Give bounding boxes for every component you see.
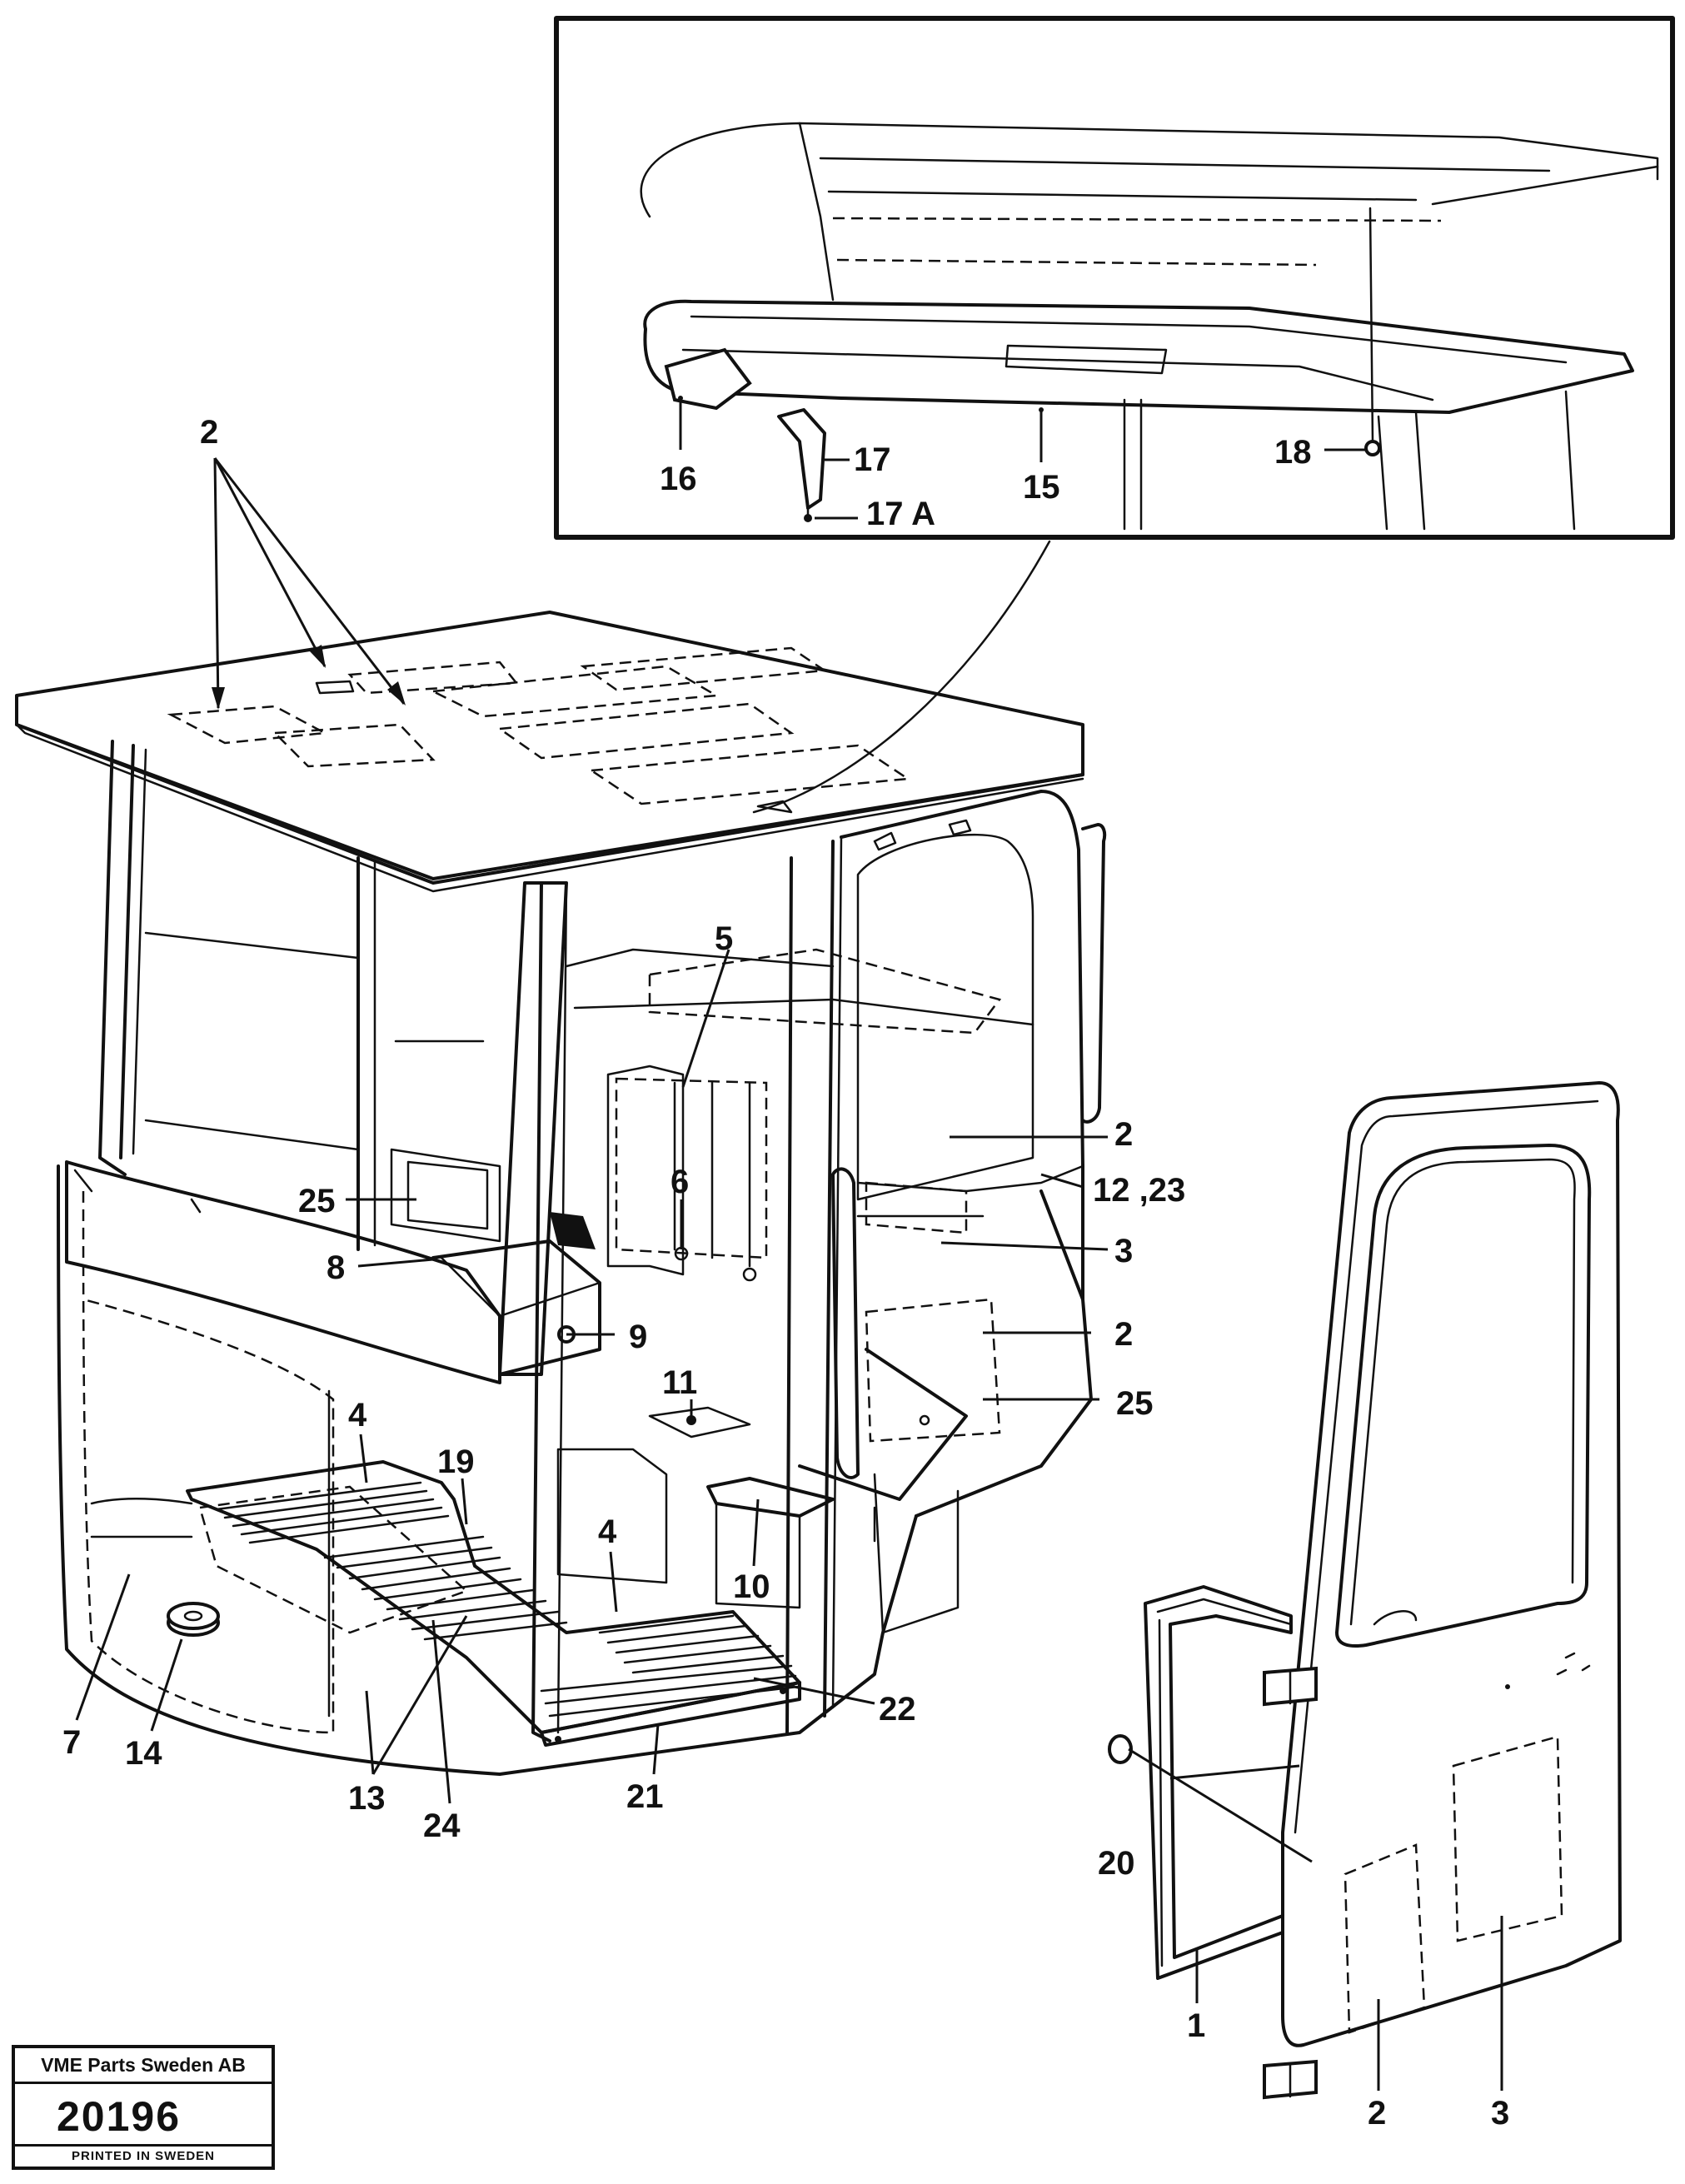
stamp-printed: PRINTED IN SWEDEN	[15, 2144, 272, 2167]
parts-stamp: VME Parts Sweden AB 20196 PRINTED IN SWE…	[12, 2045, 275, 2170]
callout-9: 9	[629, 1319, 647, 1355]
callout-3-side: 3	[1114, 1233, 1133, 1269]
callout-4-left: 4	[348, 1397, 367, 1434]
stamp-number: 20196	[57, 2093, 182, 2140]
callout-25-right: 25	[1116, 1385, 1154, 1422]
callout-2-door: 2	[1368, 2095, 1386, 2132]
callout-2-side: 2	[1114, 1316, 1133, 1353]
callout-21: 21	[626, 1778, 664, 1815]
callout-17: 17	[854, 441, 891, 478]
callout-19: 19	[437, 1444, 475, 1480]
door	[1108, 1081, 1622, 2100]
callout-4-right: 4	[598, 1513, 617, 1550]
detail-connector	[752, 540, 1051, 814]
callout-16: 16	[660, 461, 697, 497]
callout-10: 10	[733, 1568, 770, 1605]
cab-body	[15, 611, 1107, 1776]
callout-24: 24	[423, 1808, 461, 1844]
callout-2-rear: 2	[1114, 1116, 1133, 1153]
callout-7: 7	[62, 1724, 81, 1761]
callout-5: 5	[715, 920, 733, 957]
stamp-company: VME Parts Sweden AB	[15, 2048, 272, 2084]
callout-labels: 2 16 17 17 A 15 18 5 2 12 ,23 6 25 3 8 9…	[62, 414, 1509, 2132]
callout-8: 8	[327, 1249, 345, 1286]
callout-12-23: 12 ,23	[1093, 1172, 1185, 1209]
leader-lines	[75, 457, 1503, 2091]
callout-17a: 17 A	[866, 496, 935, 532]
callout-2-roof: 2	[200, 414, 218, 451]
detail-inset	[554, 16, 1675, 540]
callout-18: 18	[1274, 434, 1312, 471]
callout-6: 6	[671, 1164, 689, 1200]
callout-15: 15	[1023, 469, 1060, 506]
callout-22: 22	[879, 1691, 916, 1728]
callout-13: 13	[348, 1780, 386, 1817]
callout-3-door: 3	[1491, 2095, 1509, 2132]
callout-20: 20	[1098, 1845, 1135, 1882]
callout-1: 1	[1187, 2007, 1205, 2044]
callout-11: 11	[662, 1364, 697, 1401]
callout-14: 14	[125, 1735, 162, 1772]
callout-25-left: 25	[298, 1183, 336, 1219]
